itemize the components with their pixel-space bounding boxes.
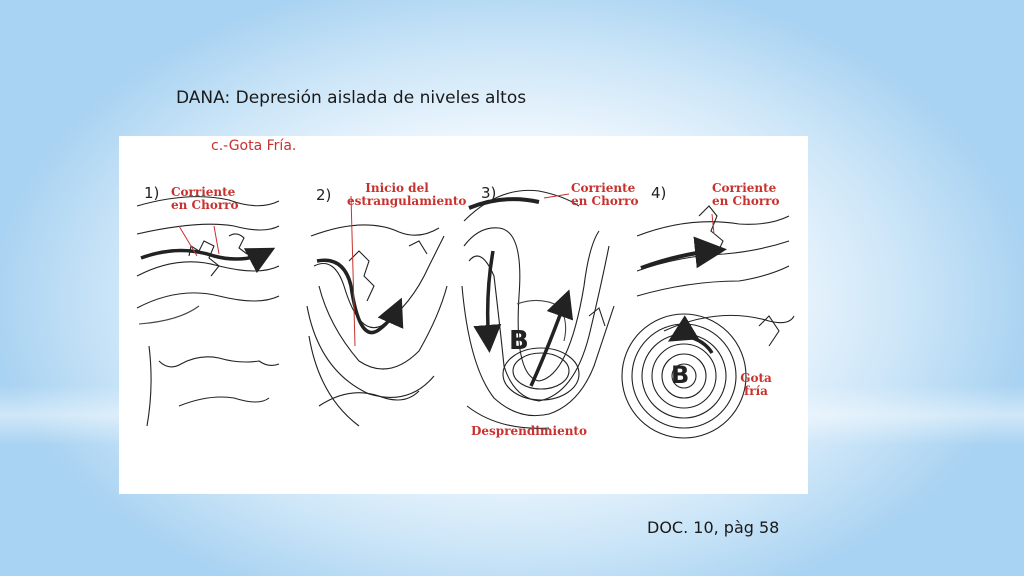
panel-3-jet-band <box>468 197 540 210</box>
diagram-drawing <box>136 189 795 439</box>
panel-4-number: 4) <box>651 184 667 202</box>
panel-4-drawing <box>621 205 795 439</box>
figure-subtitle: c.-Gota Fría. <box>211 138 297 154</box>
panel-4-side-label: Gota fría <box>740 371 772 398</box>
panel-1-label: Corriente en Chorro <box>171 185 239 212</box>
panel-4-jet-arrow <box>640 236 727 270</box>
slide-title: DANA: Depresión aislada de niveles altos <box>176 88 527 108</box>
panel-2-label: Inicio del estrangulamiento <box>347 181 467 208</box>
panel-2-jet-arrow <box>316 258 404 335</box>
panel-3-low-pressure-symbol: B <box>509 326 529 356</box>
panel-4-label: Corriente en Chorro <box>712 181 780 208</box>
panel-4-low-pressure-symbol: B <box>671 361 690 389</box>
panel-3-drawing <box>461 189 615 429</box>
panel-3-label: Corriente en Chorro <box>571 181 639 208</box>
gota-fria-figure: c.-Gota Fría. 1) Corriente en Chorro 2) … <box>119 136 808 494</box>
panel-3-bottom-label: Desprendimiento <box>471 424 587 438</box>
panel-1-jet-arrow <box>140 247 276 274</box>
document-reference: DOC. 10, pàg 58 <box>647 518 780 537</box>
panel-2-number: 2) <box>316 186 332 204</box>
panel-3-number: 3) <box>481 184 497 202</box>
panel-3-up-arrow <box>529 289 574 387</box>
panel-2-drawing <box>306 224 448 427</box>
panel-4-circulation-arrow <box>667 315 714 354</box>
panel-1-number: 1) <box>144 184 160 202</box>
panel-1-drawing <box>136 196 280 427</box>
panel-3-down-arrow <box>473 250 502 353</box>
